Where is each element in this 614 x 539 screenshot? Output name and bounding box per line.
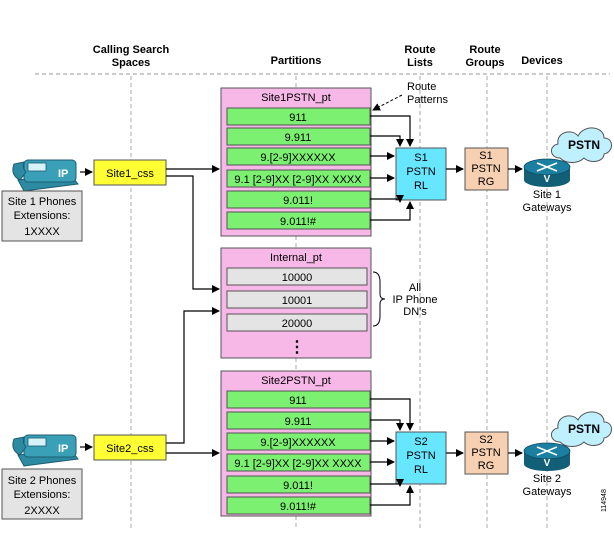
dn-note-3: DN's [403,306,427,318]
site2-phones-line3: 2XXXX [24,505,60,517]
dn-value: 10001 [282,295,313,307]
dn-value: 20000 [282,318,313,330]
site2-partition-title: Site2PSTN_pt [261,375,331,387]
header-calling-search-spaces-1: Calling Search [93,44,170,56]
site1-pattern-to-rl-arrows [370,115,414,221]
css-connectors [80,165,220,457]
internal-partition-title: Internal_pt [270,252,322,264]
site2-pattern: 9.[2-9]XXXXXX [260,437,336,449]
header-devices: Devices [521,55,563,67]
site2-gateway-letter: V [544,458,551,469]
site1-pattern: 9.011!# [280,216,317,228]
site1-route-list-line1: S1 [414,152,427,164]
site2-pattern-to-rl-arrows [370,398,414,506]
site1-pattern-list: 911 9.911 9.[2-9]XXXXXX 9.1 [2-9]XX [2-9… [226,107,371,230]
site1-pattern: 9.1 [2-9]XX [2-9]XX XXXX [234,174,362,186]
dn-box [226,290,368,309]
site2-pattern: 9.1 [2-9]XX [2-9]XX XXXX [234,458,362,470]
site1-phone-ip-label: IP [58,168,68,180]
site1-css-label: Site1_css [106,168,154,180]
header-route-lists-1: Route [404,44,435,56]
site2-pstn-cloud-icon: PSTN [551,411,612,447]
site2-phone-icon: IP [12,434,79,467]
site1-gateway-icon: V [523,158,571,187]
site1-pattern: 9.911 [285,132,312,144]
header-calling-search-spaces-2: Spaces [112,57,151,69]
route-patterns-note-1: Route [407,81,436,93]
site2-phones-line1: Site 2 Phones [8,475,77,487]
site1-partition-title: Site1PSTN_pt [261,92,331,104]
site2-route-group-line1: S2 [479,434,492,446]
site2-route-group-box [464,431,509,475]
site2-gateways-line2: Gateways [523,486,572,498]
dn-box [226,267,368,286]
dn-brace [372,271,386,327]
site1-gateways-line2: Gateways [523,202,572,214]
header-route-lists-2: Lists [407,57,433,69]
site2-pattern: 9.011!# [280,501,317,513]
site1-pattern: 9.[2-9]XXXXXX [260,152,336,164]
site1-css-box [93,159,167,186]
site2-pstn-label: PSTN [568,422,600,436]
site1-route-group-line1: S1 [479,150,492,162]
site1-pattern: 9.011! [283,195,313,207]
site1-route-list-line2: PSTN [406,166,435,178]
header-partitions: Partitions [271,55,322,67]
dn-box [226,313,368,332]
site1-phones-line3: 1XXXX [24,226,60,238]
internal-dn-list: 10000 10001 20000 ⋮ [226,267,368,356]
site1-phones-line1: Site 1 Phones [8,196,77,208]
site2-css-box [93,434,167,461]
site1-route-group-line2: PSTN [471,163,500,175]
route-patterns-pointer [372,94,403,111]
site1-gateway-letter: V [544,174,551,185]
figure-number: 114948 [601,489,608,512]
site2-pattern: 9.011! [283,480,313,492]
site2-pattern: 9.911 [285,416,312,428]
site2-route-list-line3: RL [414,464,428,476]
dn-note-1: All [409,282,421,294]
site2-route-group-line2: PSTN [471,447,500,459]
site1-route-list-box [395,147,447,201]
dn-value: 10000 [282,272,313,284]
site2-route-list-line2: PSTN [406,450,435,462]
site2-route-list-box [395,431,447,485]
site1-pstn-label: PSTN [568,138,600,152]
site2-gateway-icon: V [523,442,571,471]
header-route-groups-2: Groups [465,57,504,69]
site1-pstn-cloud-icon: PSTN [551,127,612,163]
site2-route-list-line1: S2 [414,436,427,448]
header-route-groups-1: Route [469,44,500,56]
site2-phones-line2: Extensions: [14,489,71,501]
site1-phones-line2: Extensions: [14,210,71,222]
dn-ellipsis: ⋮ [289,339,305,356]
site1-gateways-line1: Site 1 [533,189,561,201]
dn-note-2: IP Phone [392,294,437,306]
route-patterns-note-2: Patterns [407,94,448,106]
site1-pattern: 911 [289,112,307,124]
site2-phones-box [1,468,83,520]
site1-route-list-line3: RL [414,180,428,192]
site1-phones-box [1,190,83,242]
site2-pattern: 911 [289,395,307,407]
site2-phone-ip-label: IP [58,443,68,455]
site1-route-group-line3: RG [478,176,495,188]
site2-route-group-line3: RG [478,460,495,472]
site2-gateways-line1: Site 2 [533,473,561,485]
site1-phone-icon: IP [12,159,79,192]
site2-css-label: Site2_css [106,443,154,455]
